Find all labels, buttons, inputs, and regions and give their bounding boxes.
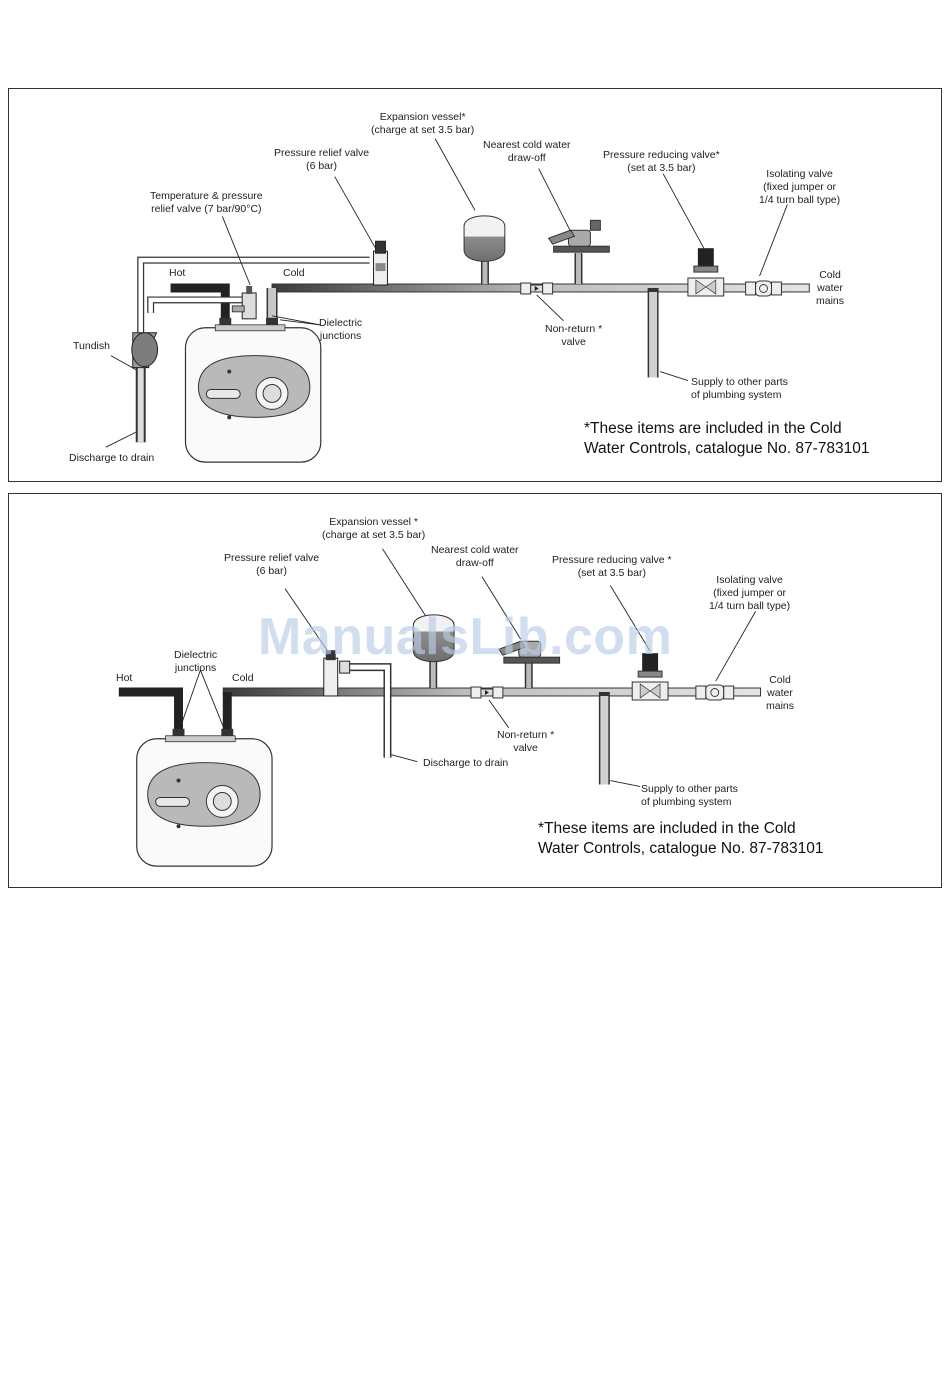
- label-pressure-reducing: Pressure reducing valve *(set at 3.5 bar…: [552, 554, 672, 579]
- label-discharge: Discharge to drain: [423, 757, 509, 769]
- diagram-2-drawing: [118, 548, 762, 867]
- label-expansion-vessel: Expansion vessel *(charge at set 3.5 bar…: [322, 516, 426, 541]
- label-tundish: Tundish: [73, 340, 110, 352]
- label-hot: Hot: [169, 267, 186, 279]
- pressure-reducing-valve-icon: [631, 653, 669, 701]
- leader-lines: [180, 548, 756, 787]
- water-heater-icon: [184, 324, 322, 463]
- non-return-valve-icon: [520, 282, 554, 295]
- diagram-panel-2: Expansion vessel *(charge at set 3.5 bar…: [8, 493, 942, 888]
- discharge-pipe: [339, 663, 392, 758]
- expansion-vessel-icon: [463, 215, 506, 285]
- pressure-reducing-valve-icon: [687, 248, 725, 297]
- dielectric-junctions: [172, 728, 234, 739]
- label-non-return: Non-return *valve: [545, 323, 603, 348]
- discharge-pipe: [135, 256, 370, 443]
- label-pressure-relief: Pressure relief valve(6 bar): [274, 147, 370, 172]
- tap-icon: [547, 219, 610, 285]
- expansion-vessel-icon: [412, 614, 455, 689]
- tundish-icon: [131, 332, 159, 369]
- label-cold: Cold: [232, 672, 254, 684]
- diagram-1-drawing: [105, 138, 810, 463]
- label-pressure-reducing: Pressure reducing valve*(set at 3.5 bar): [603, 149, 720, 174]
- relief-valve-icon: [323, 650, 351, 697]
- label-non-return: Non-return *valve: [497, 729, 555, 754]
- diagram-panel-1: Expansion vessel*(charge at set 3.5 bar)…: [8, 88, 942, 482]
- tap-icon: [498, 640, 561, 689]
- label-discharge: Discharge to drain: [69, 452, 155, 464]
- label-hot: Hot: [116, 672, 133, 684]
- relief-valve-icon: [373, 240, 388, 286]
- dielectric-junctions: [219, 317, 279, 328]
- tp-relief-valve-icon: [231, 285, 257, 320]
- non-return-valve-icon: [470, 686, 504, 699]
- leader-lines: [105, 138, 788, 448]
- label-cold: Cold: [283, 267, 305, 279]
- isolating-valve-icon: [695, 684, 735, 701]
- label-expansion-vessel: Expansion vessel*(charge at set 3.5 bar): [371, 111, 475, 136]
- isolating-valve-icon: [745, 280, 782, 297]
- hot-pipe: [118, 687, 183, 731]
- hot-pipe: [170, 283, 230, 320]
- water-heater-icon: [136, 735, 273, 867]
- label-pressure-relief: Pressure relief valve(6 bar): [224, 552, 320, 577]
